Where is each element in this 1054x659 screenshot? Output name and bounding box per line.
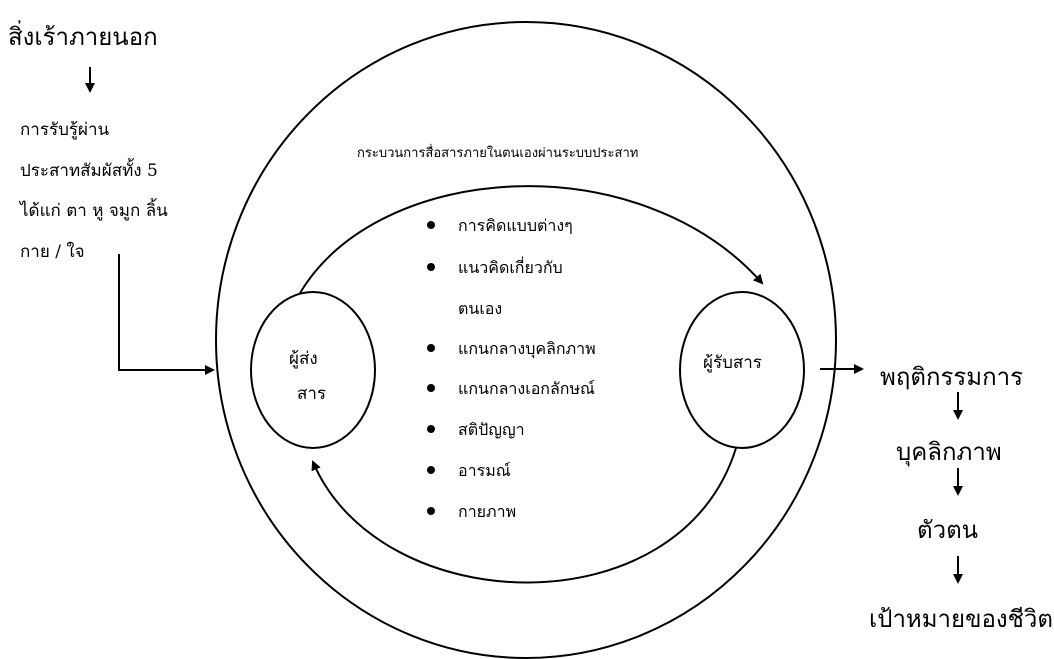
bullet-dot <box>427 425 435 433</box>
self-label: ตัวตน <box>917 516 979 544</box>
inner-item: สติปัญญา <box>458 420 525 439</box>
bottom-arc-arrow <box>311 447 737 584</box>
inner-item-continuation: ตนเอง <box>458 299 503 318</box>
inner-item: แนวคิดเกี่ยวกับ <box>458 258 563 277</box>
perception-line-2: ประสาทสัมผัสทั้ง 5 <box>20 161 158 181</box>
perception-line-4: กาย / ใจ <box>20 242 85 262</box>
receiver-label: ผู้รับสาร <box>703 353 762 373</box>
inner-item: กายภาพ <box>458 502 517 521</box>
perception-line-3: ได้แก่ ตา หู จมูก ลิ้น <box>20 201 168 221</box>
sender-circle <box>250 291 376 449</box>
perception-line-1: การรับรู้ผ่าน <box>20 120 110 140</box>
perception-connector <box>118 254 215 375</box>
inner-item: แกนกลางบุคลิกภาพ <box>458 339 596 358</box>
bullet-dot <box>427 221 435 229</box>
inner-item: การคิดแบบต่างๆ <box>458 216 573 235</box>
bullet-dot <box>427 507 435 515</box>
bullet-dot <box>427 384 435 392</box>
bullet-dot <box>427 466 435 474</box>
receiver-circle <box>679 291 805 449</box>
personality-label: บุคลิกภาพ <box>896 438 1002 466</box>
life-goal-label: เป้าหมายของชีวิต <box>869 605 1053 633</box>
bullet-dot <box>427 344 435 352</box>
sender-label-line-1: ผู้ส่ง <box>289 349 318 369</box>
external-stimulus-label: สิ่งเร้าภายนอก <box>8 23 158 51</box>
inner-item: อารมณ์ <box>458 461 511 480</box>
outer-circle <box>215 21 837 659</box>
sender-label-line-2: สาร <box>297 384 327 404</box>
top-arc-arrow <box>299 185 764 294</box>
process-title: กระบวนการสื่อสารภายในตนเองผ่านระบบประสาท <box>357 146 639 161</box>
bullet-dot <box>427 263 435 271</box>
inner-item: แกนกลางเอกลักษณ์ <box>458 379 595 398</box>
behavior-label: พฤติกรรมการ <box>880 363 1023 391</box>
